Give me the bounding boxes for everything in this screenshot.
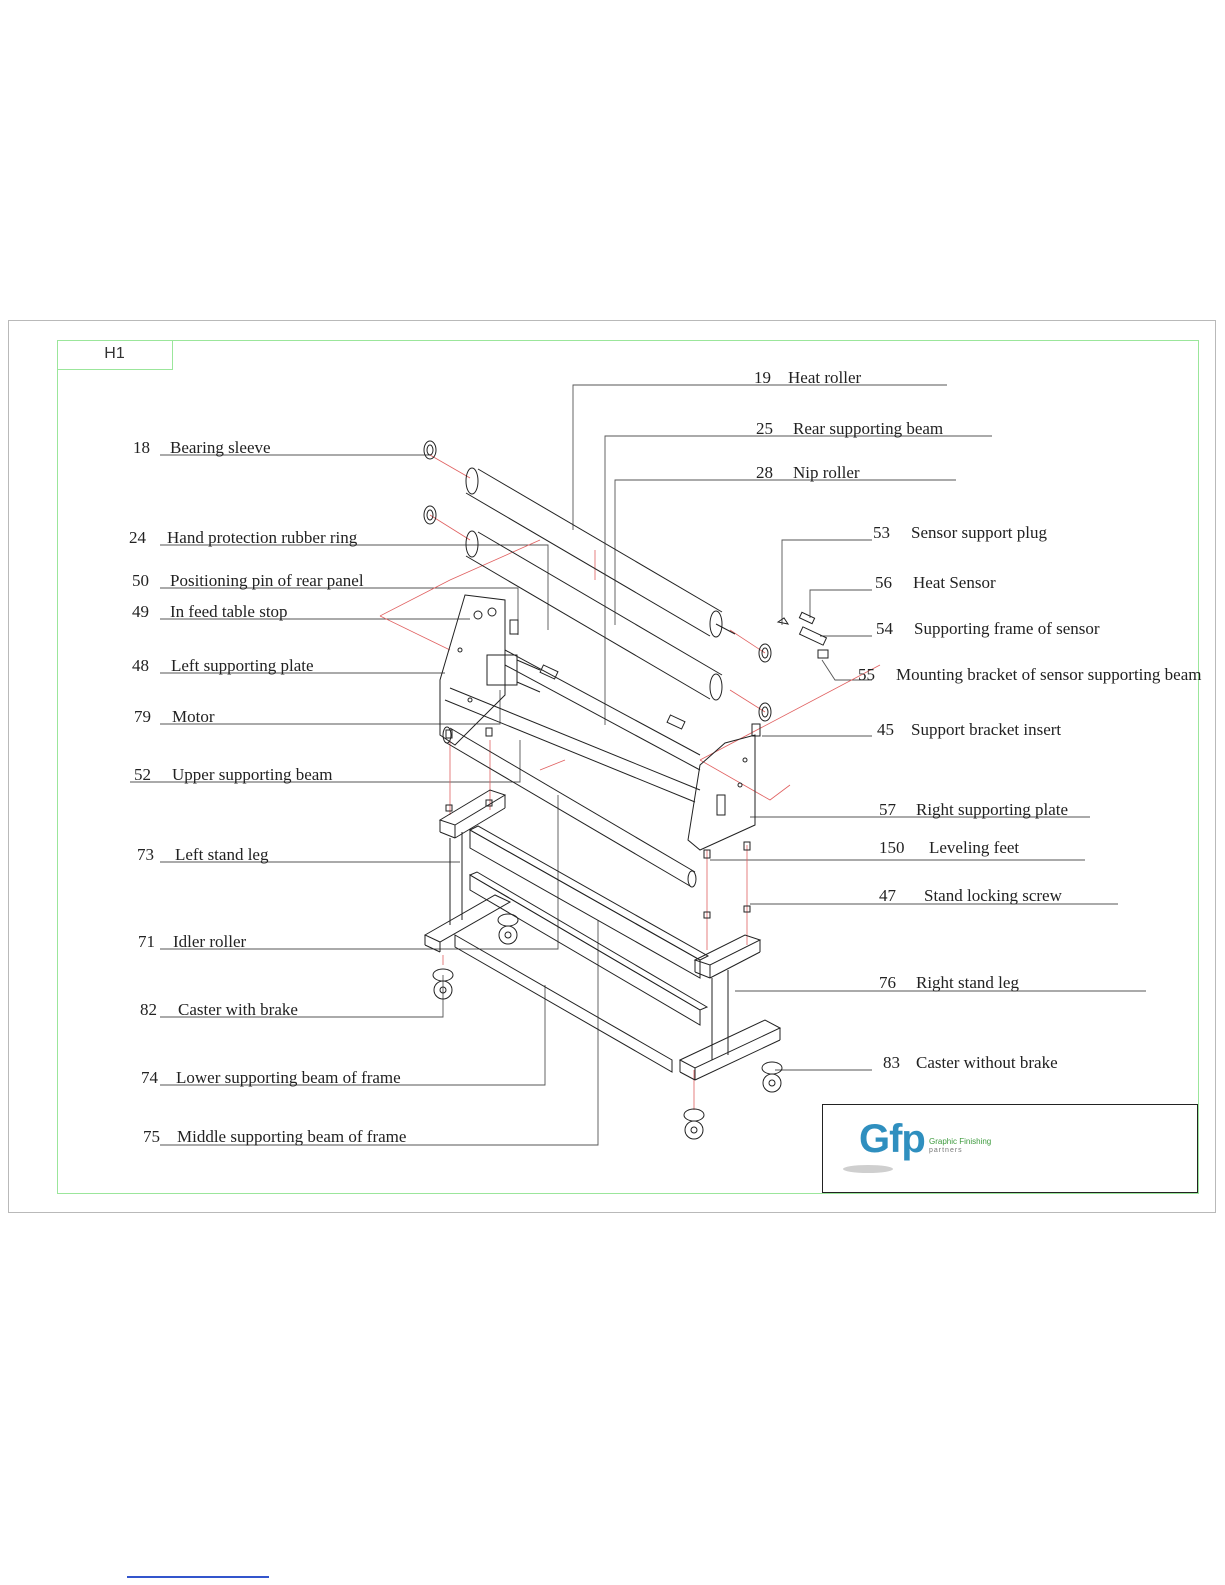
part-label: Supporting frame of sensor (914, 619, 1100, 638)
part-number: 83 (883, 1053, 900, 1072)
leader-56 (809, 589, 872, 618)
part-label: Motor (172, 707, 215, 726)
part-number: 25 (756, 419, 773, 438)
part-label: Idler roller (173, 932, 247, 951)
part-label: Left stand leg (175, 845, 269, 864)
part-label: Lower supporting beam of frame (176, 1068, 401, 1087)
logo-subtagline: partners (929, 1147, 963, 1154)
part-number: 24 (129, 528, 146, 547)
leader-50 (160, 587, 519, 635)
bottom-link-underline[interactable] (127, 1576, 269, 1578)
leader-28 (614, 479, 956, 625)
leader-71 (160, 795, 559, 950)
sensor-parts (751, 611, 829, 737)
part-number: 52 (134, 765, 151, 784)
leader-79 (160, 690, 501, 725)
part-label: Left supporting plate (171, 656, 314, 675)
part-number: 75 (143, 1127, 160, 1146)
part-number: 57 (879, 800, 896, 819)
part-number: 53 (873, 523, 890, 542)
leader-52 (130, 740, 521, 783)
part-label: Hand protection rubber ring (167, 528, 358, 547)
part-number: 50 (132, 571, 149, 590)
part-number: 150 (879, 838, 905, 857)
leader-25 (604, 435, 992, 725)
part-label: Mounting bracket of sensor supporting be… (896, 665, 1202, 684)
part-number: 55 (858, 665, 875, 684)
leader-74 (160, 985, 546, 1086)
part-label: Bearing sleeve (170, 438, 271, 457)
part-label: Sensor support plug (911, 523, 1047, 542)
bearing-sleeves (423, 440, 772, 722)
part-label: Nip roller (793, 463, 860, 482)
leader-75 (160, 920, 599, 1146)
casters (432, 913, 783, 1140)
logo-box: Gfp Graphic Finishing partners (822, 1104, 1198, 1193)
leader-lines (130, 384, 1146, 1146)
motor-shape (486, 654, 541, 693)
part-label: Caster with brake (178, 1000, 298, 1019)
part-number: 48 (132, 656, 149, 675)
part-number: 18 (133, 438, 150, 457)
leader-53 (781, 539, 872, 625)
leader-24 (160, 544, 549, 630)
part-label: Right stand leg (916, 973, 1019, 992)
part-label: Upper supporting beam (172, 765, 333, 784)
idler-roller (442, 726, 697, 888)
logo-tagline: Graphic Finishing (929, 1137, 992, 1146)
part-label: Caster without brake (916, 1053, 1058, 1072)
gfp-logo: Gfp (859, 1117, 926, 1161)
right-stand-leg (678, 934, 782, 1081)
nip-roller (465, 530, 723, 701)
part-number: 71 (138, 932, 155, 951)
part-number: 49 (132, 602, 149, 621)
leader-82 (160, 975, 444, 1018)
part-label: Middle supporting beam of frame (177, 1127, 407, 1146)
part-label: Positioning pin of rear panel (170, 571, 364, 590)
leader-55 (821, 659, 872, 681)
part-number: 28 (756, 463, 773, 482)
outer-frame (8, 320, 1216, 1213)
heat-roller (465, 467, 736, 638)
left-stand-leg (423, 789, 512, 953)
part-label: Heat roller (788, 368, 862, 387)
part-label: Stand locking screw (924, 886, 1062, 905)
part-number: 19 (754, 368, 771, 387)
beams (444, 649, 701, 803)
part-label: Rear supporting beam (793, 419, 944, 438)
part-label: Support bracket insert (911, 720, 1062, 739)
frame-beams (454, 825, 710, 1073)
part-number: 76 (879, 973, 896, 992)
part-number: 73 (137, 845, 154, 864)
right-supporting-plate (687, 734, 756, 851)
part-number: 45 (877, 720, 894, 739)
part-number: 47 (879, 886, 896, 905)
part-number: 79 (134, 707, 151, 726)
logo-shadow (843, 1165, 893, 1173)
part-label: Leveling feet (929, 838, 1020, 857)
part-label: In feed table stop (170, 602, 288, 621)
part-number: 82 (140, 1000, 157, 1019)
part-number: 74 (141, 1068, 158, 1087)
explode-lines (379, 454, 881, 1110)
leader-19 (572, 384, 947, 530)
drawing-frame (57, 340, 1199, 1194)
part-label: Right supporting plate (916, 800, 1069, 819)
leveling-feet (445, 727, 751, 919)
left-supporting-plate (439, 594, 519, 746)
sheet-tab: H1 (57, 340, 173, 370)
part-number: 54 (876, 619, 893, 638)
part-label: Heat Sensor (913, 573, 996, 592)
part-number: 56 (875, 573, 892, 592)
